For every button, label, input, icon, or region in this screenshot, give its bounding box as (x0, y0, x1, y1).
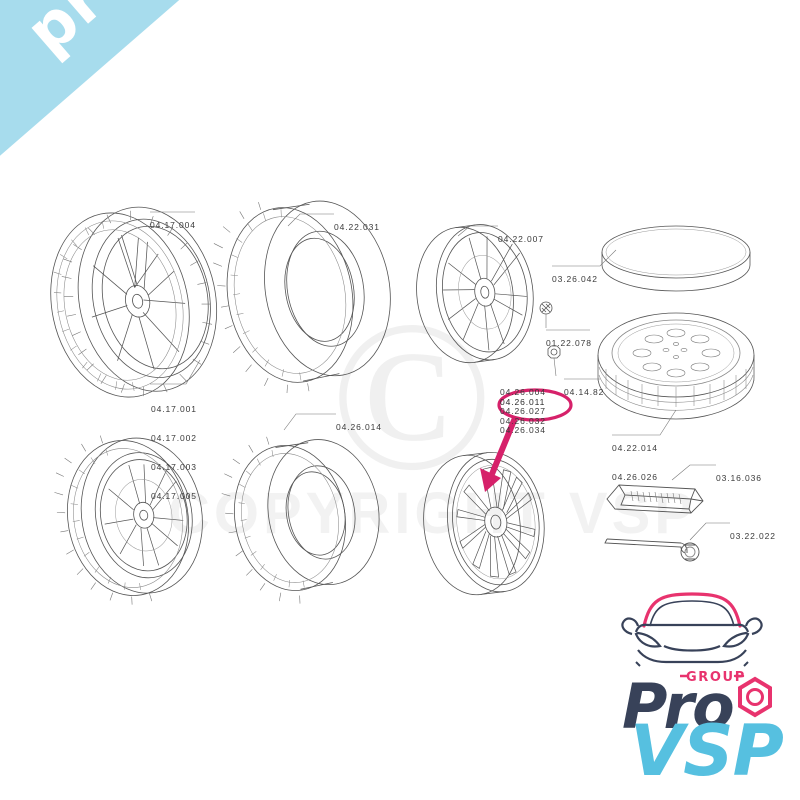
label-line: 04.17.001 (151, 404, 197, 415)
label-line: 01.22.078 (546, 338, 592, 348)
logo-vsp-text: VSP (630, 710, 784, 792)
label-01-22-078: 01.22.078 (546, 320, 592, 368)
callout-line-2-highlighted: 04.26.011 (500, 396, 546, 407)
label-line: 04.17.002 (151, 432, 197, 443)
label-line: 03.16.036 (716, 473, 762, 483)
label-03-22-022: 03.22.022 (730, 513, 776, 561)
label-03-26-042: 03.26.042 (552, 256, 598, 304)
site-watermark-banner: pro-piece-vsp.com (0, 0, 743, 233)
label-line: 04.26.026 (612, 471, 658, 482)
label-line: 03.26.042 (552, 274, 598, 284)
label-04-26-014: 04.26.014 (336, 404, 382, 452)
callout-line-1: 04.26.004 (500, 387, 546, 397)
logo-pro-text: Pro (622, 670, 735, 743)
label-line: 04.26.014 (336, 422, 382, 432)
label-line: 04.14.82 (564, 387, 605, 397)
label-04-22-031: 04.22.031 (334, 204, 380, 252)
label-line: 04.22.007 (498, 234, 544, 244)
hex-nut-icon (738, 676, 772, 718)
callout-line-3: 04.26.027 (500, 406, 546, 417)
label-line: 04.17.005 (151, 490, 197, 501)
label-line: 03.22.022 (730, 531, 776, 541)
highlight-arrow-head (480, 468, 501, 492)
callout-line-5: 04.26.034 (500, 425, 546, 436)
callout-line-4: 04.26.032 (500, 415, 546, 426)
group-dashes-icon (680, 674, 690, 678)
group-dashes-right-icon (733, 674, 745, 678)
label-line: 04.22.031 (334, 222, 380, 232)
label-line: 04.17.004 (150, 220, 196, 230)
label-03-16-036: 03.16.036 (716, 455, 762, 503)
label-04-14-82: 04.14.82 (564, 369, 604, 417)
label-line: 04.17.003 (151, 461, 197, 472)
site-watermark-text: pro-piece-vsp.com (11, 0, 558, 68)
label-04-17-group: 04.17.001 04.17.002 04.17.003 04.17.005 (151, 386, 197, 520)
label-04-22-007: 04.22.007 (498, 216, 544, 264)
callout-part-list: 04.26.004 04.26.011 04.26.027 04.26.032 … (500, 387, 546, 436)
label-line: 04.22.014 (612, 443, 658, 454)
logo-group-text: GROUP (686, 670, 746, 685)
label-04-17-004: 04.17.004 (150, 202, 196, 250)
provsp-logo: GROUP Pro VSP (592, 582, 792, 792)
label-spare-wheel: 04.22.014 04.26.026 (612, 425, 658, 502)
copyright-symbol-watermark: © (330, 276, 494, 515)
car-outline-icon (621, 592, 763, 667)
